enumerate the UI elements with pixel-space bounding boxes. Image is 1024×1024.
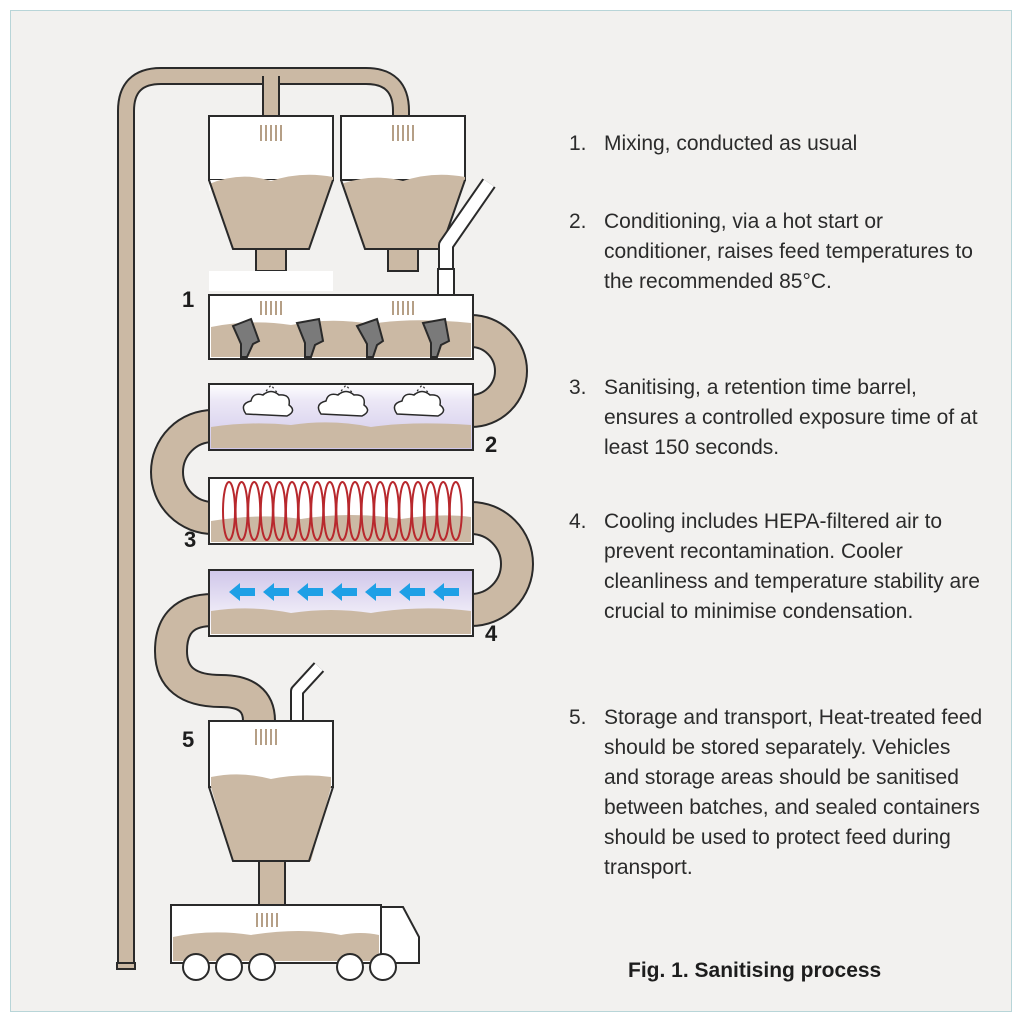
mixer-barrel bbox=[208, 271, 474, 360]
cooling-arrows bbox=[229, 583, 459, 601]
mixing-hopper-right bbox=[340, 115, 466, 272]
step-number: 5. bbox=[569, 706, 587, 729]
step-text: Storage and transport, Heat-treated feed… bbox=[604, 706, 983, 879]
step-number: 3. bbox=[569, 376, 587, 399]
stage-label-3: 3 bbox=[184, 527, 196, 552]
storage-bin bbox=[208, 662, 334, 906]
step-item-1: 1. Mixing, conducted as usual bbox=[569, 129, 989, 159]
heating-coil-icon bbox=[222, 481, 463, 541]
cooling-arrow-icon bbox=[229, 583, 255, 601]
step-item-4: 4. Cooling includes HEPA-filtered air to… bbox=[569, 507, 989, 627]
connecting-pipes bbox=[150, 314, 534, 723]
stage-label-2: 2 bbox=[485, 432, 497, 457]
step-number: 2. bbox=[569, 210, 587, 233]
step-item-5: 5. Storage and transport, Heat-treated f… bbox=[569, 703, 989, 883]
vent-icon bbox=[260, 125, 282, 141]
cooling-arrow-icon bbox=[433, 583, 459, 601]
step-number: 1. bbox=[569, 132, 587, 155]
cooling-arrow-icon bbox=[263, 583, 289, 601]
cooling-arrow-icon bbox=[297, 583, 323, 601]
step-text: Conditioning, via a hot start or conditi… bbox=[604, 210, 973, 293]
step-text: Sanitising, a retention time barrel, ens… bbox=[604, 376, 978, 459]
figure-frame: 1 2 3 4 5 1. Mixing, conducted as usual … bbox=[10, 10, 1012, 1012]
step-text: Mixing, conducted as usual bbox=[604, 132, 858, 155]
figure-caption: Fig. 1. Sanitising process bbox=[628, 959, 882, 982]
stage-label-5: 5 bbox=[182, 727, 194, 752]
step-text: Cooling includes HEPA-filtered air to pr… bbox=[604, 510, 980, 623]
cooling-arrow-icon bbox=[365, 583, 391, 601]
vent-icon bbox=[255, 729, 277, 745]
steam-inlet-pipe bbox=[437, 178, 496, 298]
vent-icon bbox=[260, 301, 414, 315]
cooling-arrow-icon bbox=[399, 583, 425, 601]
stage-label-1: 1 bbox=[182, 287, 194, 312]
vent-icon bbox=[392, 125, 414, 141]
conditioner-barrel bbox=[208, 383, 474, 451]
step-item-2: 2. Conditioning, via a hot start or cond… bbox=[569, 207, 989, 297]
cooler-barrel bbox=[208, 569, 474, 637]
sanitising-process-diagram: 1 2 3 4 5 bbox=[116, 67, 534, 981]
coil-loop bbox=[448, 481, 463, 541]
steam-cloud-icon bbox=[242, 390, 445, 417]
return-pipe bbox=[116, 67, 410, 970]
cooling-arrow-icon bbox=[331, 583, 357, 601]
sanitising-barrel bbox=[208, 477, 474, 545]
mixing-hopper-left bbox=[208, 115, 334, 272]
truck-icon bbox=[170, 904, 420, 981]
step-item-3: 3. Sanitising, a retention time barrel, … bbox=[569, 373, 989, 463]
stage-label-4: 4 bbox=[485, 621, 498, 646]
paddle-icon bbox=[231, 317, 451, 358]
step-number: 4. bbox=[569, 510, 587, 533]
